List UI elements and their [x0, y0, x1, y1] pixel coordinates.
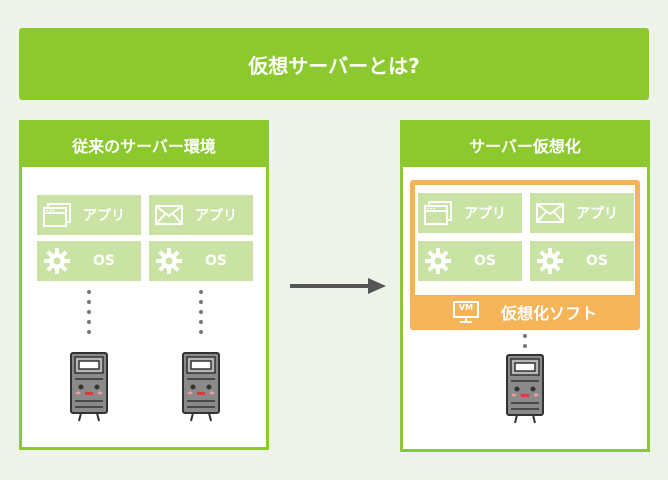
gear-icon: [149, 241, 189, 281]
vm-content-area: アプリ アプリ: [415, 185, 635, 295]
os-tile-2: OS: [149, 241, 253, 281]
os-tile-1: OS: [418, 241, 522, 281]
os-tile-1: OS: [37, 241, 141, 281]
app-tile-2: アプリ: [149, 195, 253, 235]
server-icon: [177, 351, 225, 427]
vm-software-label-row: VM 仮想化ソフト: [410, 298, 640, 326]
app-label: アプリ: [83, 208, 125, 224]
app-window-icon: [418, 193, 458, 233]
mail-icon: [149, 195, 189, 235]
vm-badge: VM: [458, 303, 474, 312]
virtualization-heading: サーバー仮想化: [403, 123, 647, 167]
vm-software-box: アプリ アプリ: [410, 180, 640, 330]
vm-monitor-icon: VM: [452, 301, 479, 323]
app-tile-2: アプリ: [530, 193, 634, 233]
os-label: OS: [205, 253, 227, 269]
virtualization-heading-text: サーバー仮想化: [469, 137, 581, 156]
transition-arrow-icon: [288, 276, 388, 300]
server-icon: [65, 351, 113, 427]
server-icon: [501, 353, 549, 429]
vm-software-label: 仮想化ソフト: [500, 304, 597, 323]
connector-dots: [523, 334, 527, 354]
page-title-text: 仮想サーバーとは?: [248, 53, 420, 78]
connector-dots: [87, 290, 91, 340]
gear-icon: [530, 241, 570, 281]
app-label: アプリ: [195, 208, 237, 224]
app-label: アプリ: [576, 206, 618, 222]
gear-icon: [418, 241, 458, 281]
page-title: 仮想サーバーとは?: [19, 28, 649, 100]
os-label: OS: [474, 253, 496, 269]
os-tile-2: OS: [530, 241, 634, 281]
os-label: OS: [93, 253, 115, 269]
server-virtualization-panel: サーバー仮想化 アプリ: [400, 120, 650, 452]
traditional-server-heading: 従来のサーバー環境: [22, 123, 266, 167]
os-label: OS: [586, 253, 608, 269]
app-label: アプリ: [464, 206, 506, 222]
mail-icon: [530, 193, 570, 233]
connector-dots: [199, 290, 203, 340]
app-tile-1: アプリ: [418, 193, 522, 233]
traditional-server-heading-text: 従来のサーバー環境: [72, 137, 216, 156]
app-window-icon: [37, 195, 77, 235]
traditional-server-panel: 従来のサーバー環境 アプリ アプリ: [19, 120, 269, 450]
gear-icon: [37, 241, 77, 281]
app-tile-1: アプリ: [37, 195, 141, 235]
